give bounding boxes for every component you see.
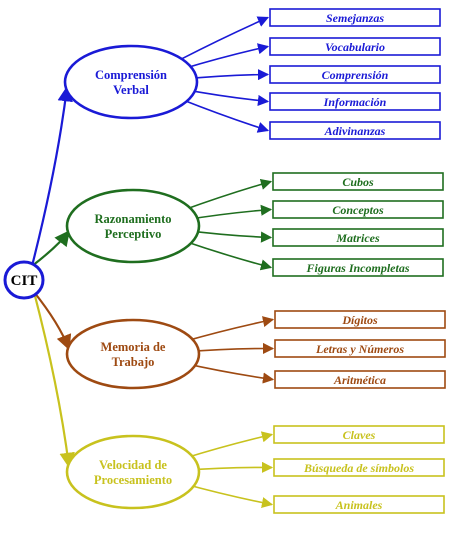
subtest-label-digitos: Dígitos (341, 313, 378, 327)
subtest-box-vocabulario (269, 37, 441, 56)
subtest-box-letras-y-numeros (274, 339, 446, 358)
subtest-label-aritmetica: Aritmética (333, 373, 386, 387)
edge-comprension-verbal-to-vocabulario (180, 43, 270, 71)
edge-comprension-verbal-to-semejanzas (180, 16, 270, 61)
subtest-label-conceptos: Conceptos (332, 203, 384, 217)
root-node: CIT (3, 260, 45, 300)
edge-cit-to-velocidad-de-procesamiento (32, 291, 75, 469)
subtest-box-animales (273, 495, 445, 514)
edge-razonamiento-perceptivo-to-figuras-incompletas (182, 239, 273, 271)
factor-node-razonamiento-perceptivo (65, 188, 201, 264)
subtest-box-adivinanzas (269, 121, 441, 140)
subtest-label-comprension: Comprensión (322, 68, 389, 82)
subtest-label-cubos: Cubos (342, 175, 374, 189)
subtest-box-comprension (269, 65, 441, 84)
cit-root-label: CIT (11, 273, 38, 289)
subtest-box-semejanzas (269, 8, 441, 27)
subtest-box-claves (273, 425, 445, 444)
subtest-box-matrices (272, 228, 444, 247)
edge-velocidad-de-procesamiento-to-claves (182, 431, 274, 460)
subtest-label-informacion: Información (323, 95, 387, 109)
edge-memoria-de-trabajo-to-digitos (182, 316, 275, 343)
subtest-label-busqueda-de-simbolos: Búsqueda de símbolos (303, 461, 414, 475)
subtest-nodes: SemejanzasVocabularioComprensiónInformac… (269, 8, 446, 514)
subtest-box-conceptos (272, 200, 444, 219)
subtest-label-figuras-incompletas: Figuras Incompletas (305, 261, 409, 275)
root-edges (30, 85, 75, 469)
factor-node-memoria-de-trabajo (65, 318, 201, 390)
subtest-label-claves: Claves (343, 428, 376, 442)
edge-cit-to-memoria-de-trabajo (33, 291, 72, 351)
subtest-box-figuras-incompletas (272, 258, 444, 277)
subtest-box-digitos (274, 310, 446, 329)
subtest-box-aritmetica (274, 370, 446, 389)
edge-cit-to-razonamiento-perceptivo (31, 230, 70, 267)
subtest-label-adivinanzas: Adivinanzas (324, 124, 386, 138)
subtest-label-animales: Animales (335, 498, 383, 512)
subtest-label-letras-y-numeros: Letras y Números (315, 342, 404, 356)
cit-root-ellipse (3, 260, 45, 300)
subtest-label-semejanzas: Semejanzas (326, 11, 384, 25)
factor-node-velocidad-de-procesamiento (65, 434, 201, 510)
edge-comprension-verbal-to-adivinanzas (180, 98, 270, 133)
subtest-box-cubos (272, 172, 444, 191)
edge-razonamiento-perceptivo-to-cubos (182, 178, 273, 212)
factor-node-comprension-verbal (63, 44, 199, 120)
edge-velocidad-de-procesamiento-to-animales (182, 482, 274, 509)
subtest-box-informacion (269, 92, 441, 111)
subtest-box-busqueda-de-simbolos (273, 458, 445, 477)
subtest-label-vocabulario: Vocabulario (325, 40, 385, 54)
subtest-label-matrices: Matrices (335, 231, 380, 245)
edge-cit-to-comprension-verbal (30, 85, 73, 267)
